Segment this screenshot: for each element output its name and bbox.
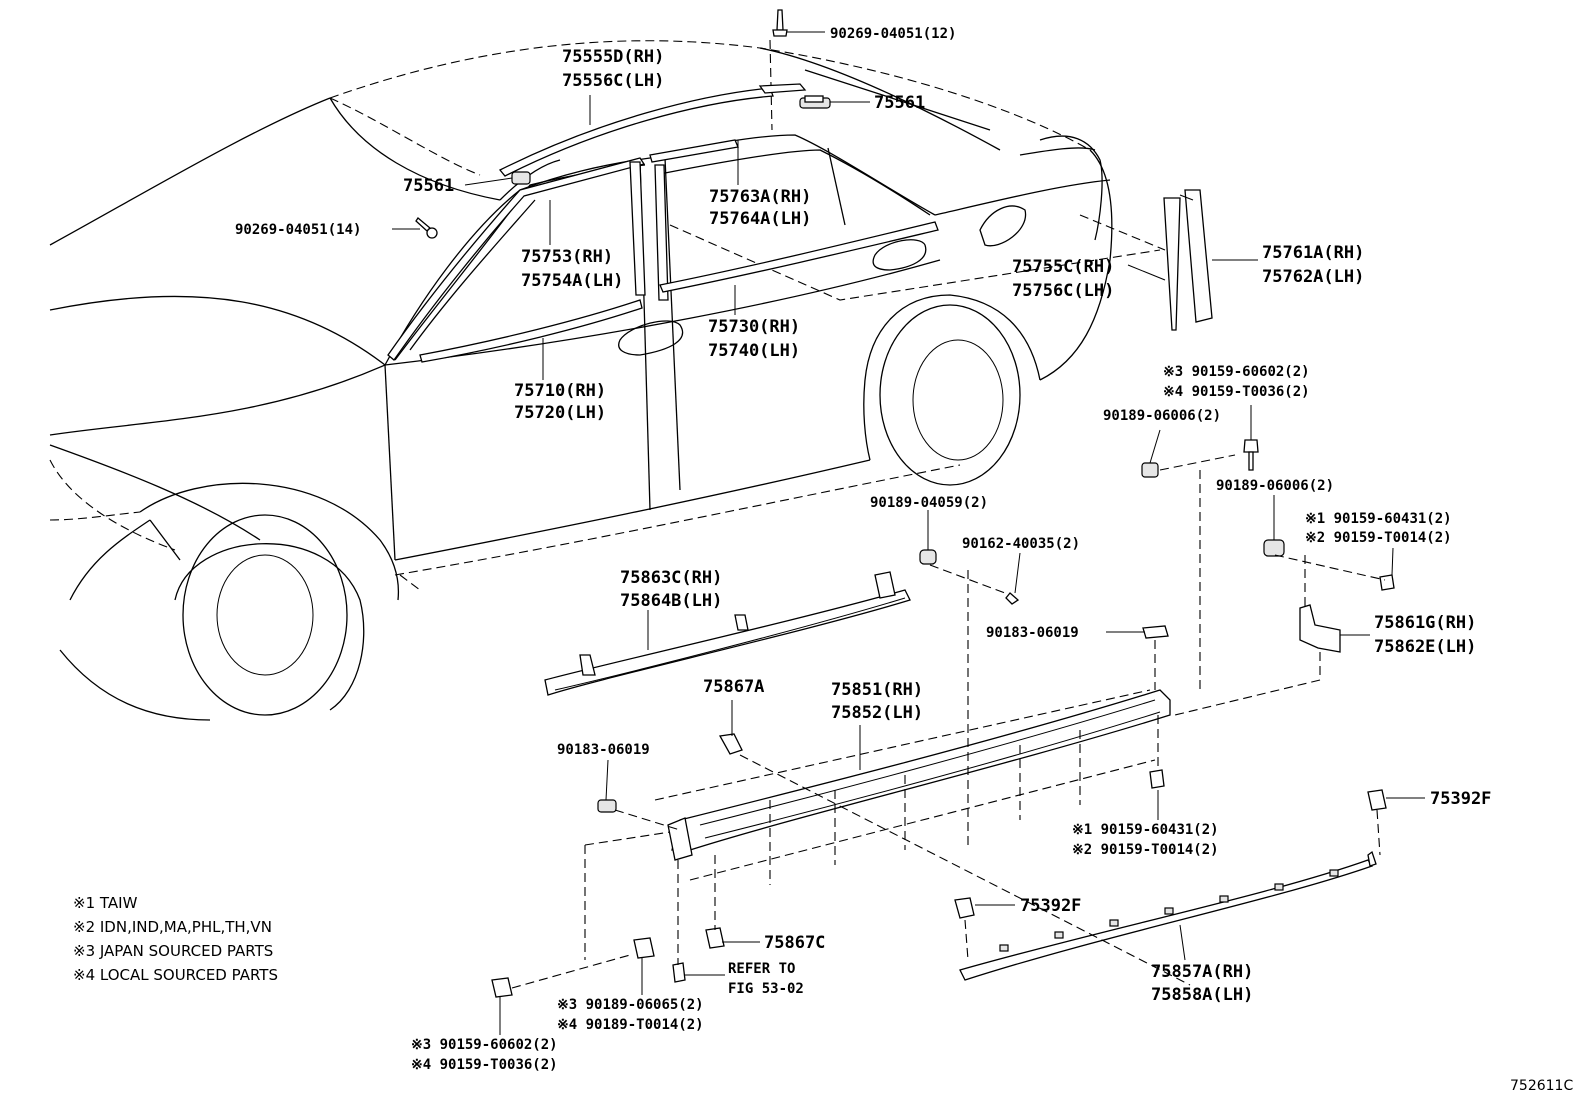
label-75561-right: 75561 xyxy=(874,93,925,113)
lower-moulding-clips xyxy=(999,869,1339,952)
label-75730: 75730(RH) xyxy=(708,317,800,337)
label-r3-06065: ※3 90189-06065(2) xyxy=(557,997,704,1013)
label-r4-T0036-top: ※4 90159-T0036(2) xyxy=(1163,384,1310,400)
label-75720: 75720(LH) xyxy=(514,403,606,423)
label-75392f-left: 75392F xyxy=(1020,896,1081,916)
label-75761a: 75761A(RH) xyxy=(1262,243,1364,263)
label-75867c: 75867C xyxy=(764,933,825,953)
label-75392f-right: 75392F xyxy=(1430,789,1491,809)
legend-item-1: ※1 TAIW xyxy=(73,894,138,912)
label-r4-T0036-bot: ※4 90159-T0036(2) xyxy=(411,1057,558,1073)
label-90269-04051-12: 90269-04051(12) xyxy=(830,26,956,42)
label-90189-06006-b: 90189-06006(2) xyxy=(1216,478,1334,494)
label-refer-to: REFER TO xyxy=(728,961,795,977)
label-r1-60431-mid: ※1 90159-60431(2) xyxy=(1072,822,1219,838)
label-fig-53-02: FIG 53-02 xyxy=(728,981,804,997)
figure-code: 752611C xyxy=(1510,1078,1573,1094)
label-75867a: 75867A xyxy=(703,677,764,697)
legend-item-2: ※2 IDN,IND,MA,PHL,TH,VN xyxy=(73,918,272,936)
label-90183-06019-left: 90183-06019 xyxy=(557,742,650,758)
leader-lines xyxy=(392,31,1425,1035)
label-75863c: 75863C(RH) xyxy=(620,568,722,588)
label-75857a: 75857A(RH) xyxy=(1151,962,1253,982)
label-r2-T0014-mid: ※2 90159-T0014(2) xyxy=(1072,842,1219,858)
rocker-moulding-75851 xyxy=(667,689,1171,861)
label-90189-04059: 90189-04059(2) xyxy=(870,495,988,511)
window-frame-mouldings xyxy=(387,139,939,363)
label-75864b: 75864B(LH) xyxy=(620,591,722,611)
label-90162-40035: 90162-40035(2) xyxy=(962,536,1080,552)
label-75851: 75851(RH) xyxy=(831,680,923,700)
lower-moulding-75857a xyxy=(959,850,1377,981)
label-75764a: 75764A(LH) xyxy=(709,209,811,229)
assembly-dashed-lines xyxy=(511,454,1386,989)
legend-item-4: ※4 LOCAL SOURCED PARTS xyxy=(73,966,278,984)
rocker-outer-panel-75863c xyxy=(544,571,911,696)
bracket-75861g xyxy=(1299,604,1341,653)
clip-75561-left xyxy=(511,171,531,185)
label-75561-left: 75561 xyxy=(403,176,454,196)
c-pillar-garnish xyxy=(1163,189,1213,331)
roof-drip-moulding xyxy=(498,83,807,177)
clip-75561-right xyxy=(799,95,831,109)
label-75740: 75740(LH) xyxy=(708,341,800,361)
fasteners xyxy=(491,439,1395,998)
label-75852: 75852(LH) xyxy=(831,703,923,723)
label-75556c-top: 75556C(LH) xyxy=(562,71,664,91)
label-90183-06019-right: 90183-06019 xyxy=(986,625,1079,641)
label-r3-60602-bot: ※3 90159-60602(2) xyxy=(411,1037,558,1053)
rivet-90269-left xyxy=(415,217,438,239)
rivet-90269-top xyxy=(772,9,788,37)
label-r3-60602-top: ※3 90159-60602(2) xyxy=(1163,364,1310,380)
label-r4-T0014-bot: ※4 90189-T0014(2) xyxy=(557,1017,704,1033)
label-75861g: 75861G(RH) xyxy=(1374,613,1476,633)
label-r2-T0014-top: ※2 90159-T0014(2) xyxy=(1305,530,1452,546)
label-75858a: 75858A(LH) xyxy=(1151,985,1253,1005)
label-75862e: 75862E(LH) xyxy=(1374,637,1476,657)
label-75762a: 75762A(LH) xyxy=(1262,267,1364,287)
label-75755c: 75755C(RH) xyxy=(1012,257,1114,277)
part-labels: 90269-04051(12) 75555D(RH) 75556C(LH) 75… xyxy=(235,26,1491,1073)
label-75756c: 75756C(LH) xyxy=(1012,281,1114,301)
legend-item-3: ※3 JAPAN SOURCED PARTS xyxy=(73,942,273,960)
car-body-outline xyxy=(49,39,1166,721)
label-75754a: 75754A(LH) xyxy=(521,271,623,291)
label-75753: 75753(RH) xyxy=(521,247,613,267)
label-75555d: 75555D(RH) xyxy=(562,47,664,67)
legend: ※1 TAIW ※2 IDN,IND,MA,PHL,TH,VN ※3 JAPAN… xyxy=(73,894,278,984)
label-75763a: 75763A(RH) xyxy=(709,187,811,207)
label-75710: 75710(RH) xyxy=(514,381,606,401)
label-90189-06006-a: 90189-06006(2) xyxy=(1103,408,1221,424)
label-90269-04051-14: 90269-04051(14) xyxy=(235,222,361,238)
label-r1-60431-top: ※1 90159-60431(2) xyxy=(1305,511,1452,527)
